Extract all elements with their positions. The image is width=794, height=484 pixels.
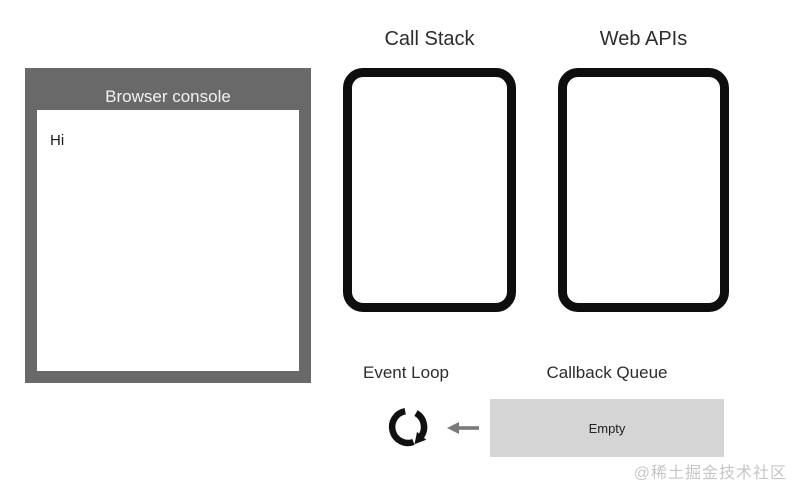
event-loop-cycle-icon <box>388 408 428 447</box>
callback-queue-box: Empty <box>490 399 724 457</box>
web-apis-box <box>558 68 729 312</box>
callback-queue-content: Empty <box>588 420 626 436</box>
console-log-line: Hi <box>50 132 65 149</box>
watermark: @稀土掘金技术社区 <box>633 465 787 482</box>
event-loop-label: Event Loop <box>362 363 449 382</box>
queue-to-loop-arrow-icon <box>447 422 479 434</box>
call-stack-label: Call Stack <box>384 28 475 50</box>
browser-console-title: Browser console <box>105 87 231 106</box>
browser-console-window: Browser console Hi <box>25 68 311 383</box>
callback-queue-label: Callback Queue <box>546 363 668 382</box>
call-stack-box <box>343 68 516 312</box>
web-apis-label: Web APIs <box>599 28 688 50</box>
console-output: Hi <box>37 110 299 371</box>
